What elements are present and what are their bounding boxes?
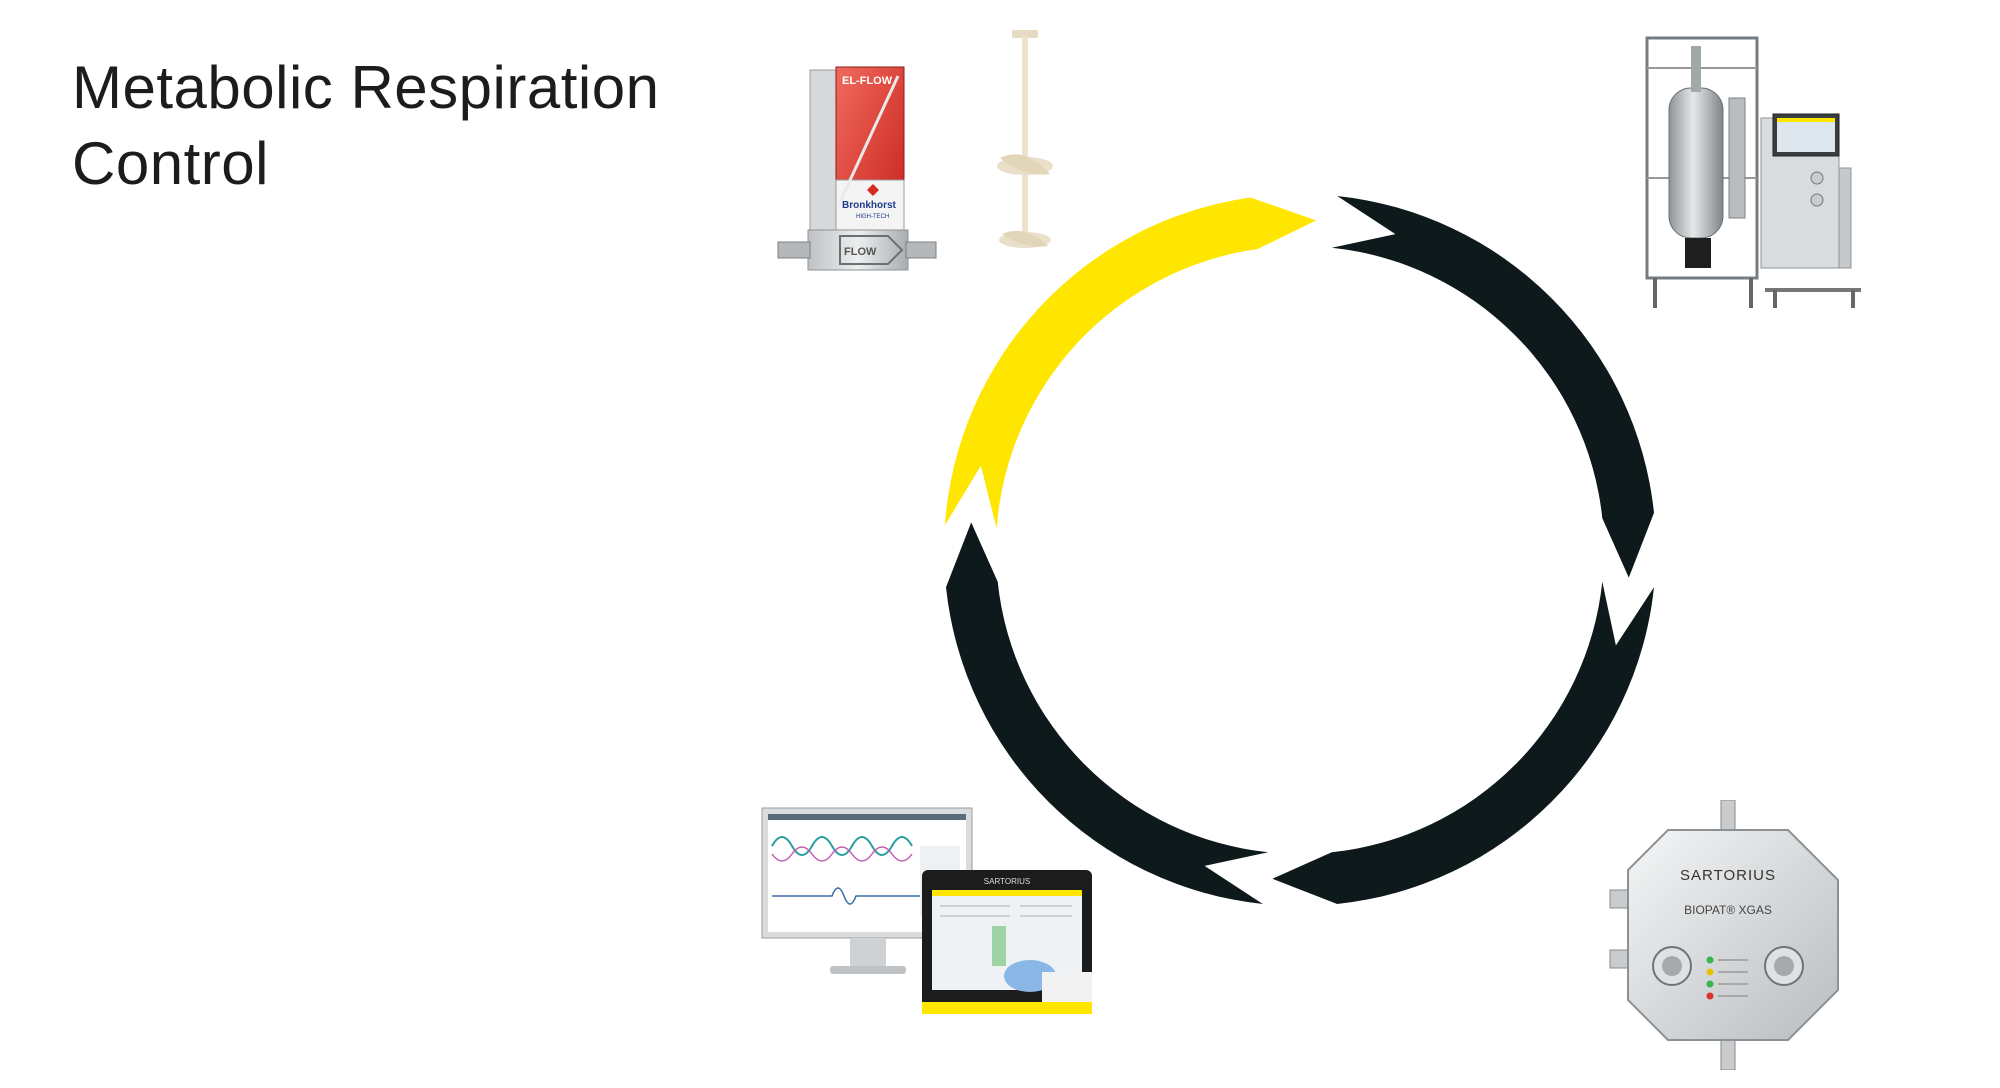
mfc-maker-sub-label: HIGH-TECH <box>856 214 889 220</box>
off-gas-analyzer-image: SARTORIUS BIOPAT® XGAS <box>1609 800 1839 1070</box>
bioreactor-system-image <box>1645 36 1861 308</box>
cycle-arrow-top-left <box>944 197 1317 529</box>
cycle-diagram <box>944 196 1654 904</box>
impeller-shaft-image <box>997 30 1053 248</box>
mfc-flow-label: FLOW <box>844 246 877 258</box>
slide-title-line-1: Metabolic Respiration <box>72 54 660 121</box>
software-maker-label: SARTORIUS <box>984 877 1030 886</box>
mfc-brand-label: EL-FLOW <box>842 75 893 87</box>
cycle-arrow-bottom-left <box>946 522 1269 904</box>
analyzer-product-label: BIOPAT® XGAS <box>1684 903 1772 917</box>
analyzer-maker-label: SARTORIUS <box>1680 867 1776 884</box>
cycle-arrow-top-right <box>1331 196 1654 578</box>
mfc-maker-label: Bronkhorst <box>842 200 897 211</box>
slide-title: Metabolic Respiration Control <box>72 50 659 202</box>
mass-flow-controller-image: EL-FLOW Bronkhorst HIGH-TECH FLOW <box>777 66 937 271</box>
control-software-screens-image: SARTORIUS <box>761 807 1092 1014</box>
slide-title-line-2: Control <box>72 130 269 197</box>
cycle-arrow-bottom-right <box>1272 581 1654 904</box>
